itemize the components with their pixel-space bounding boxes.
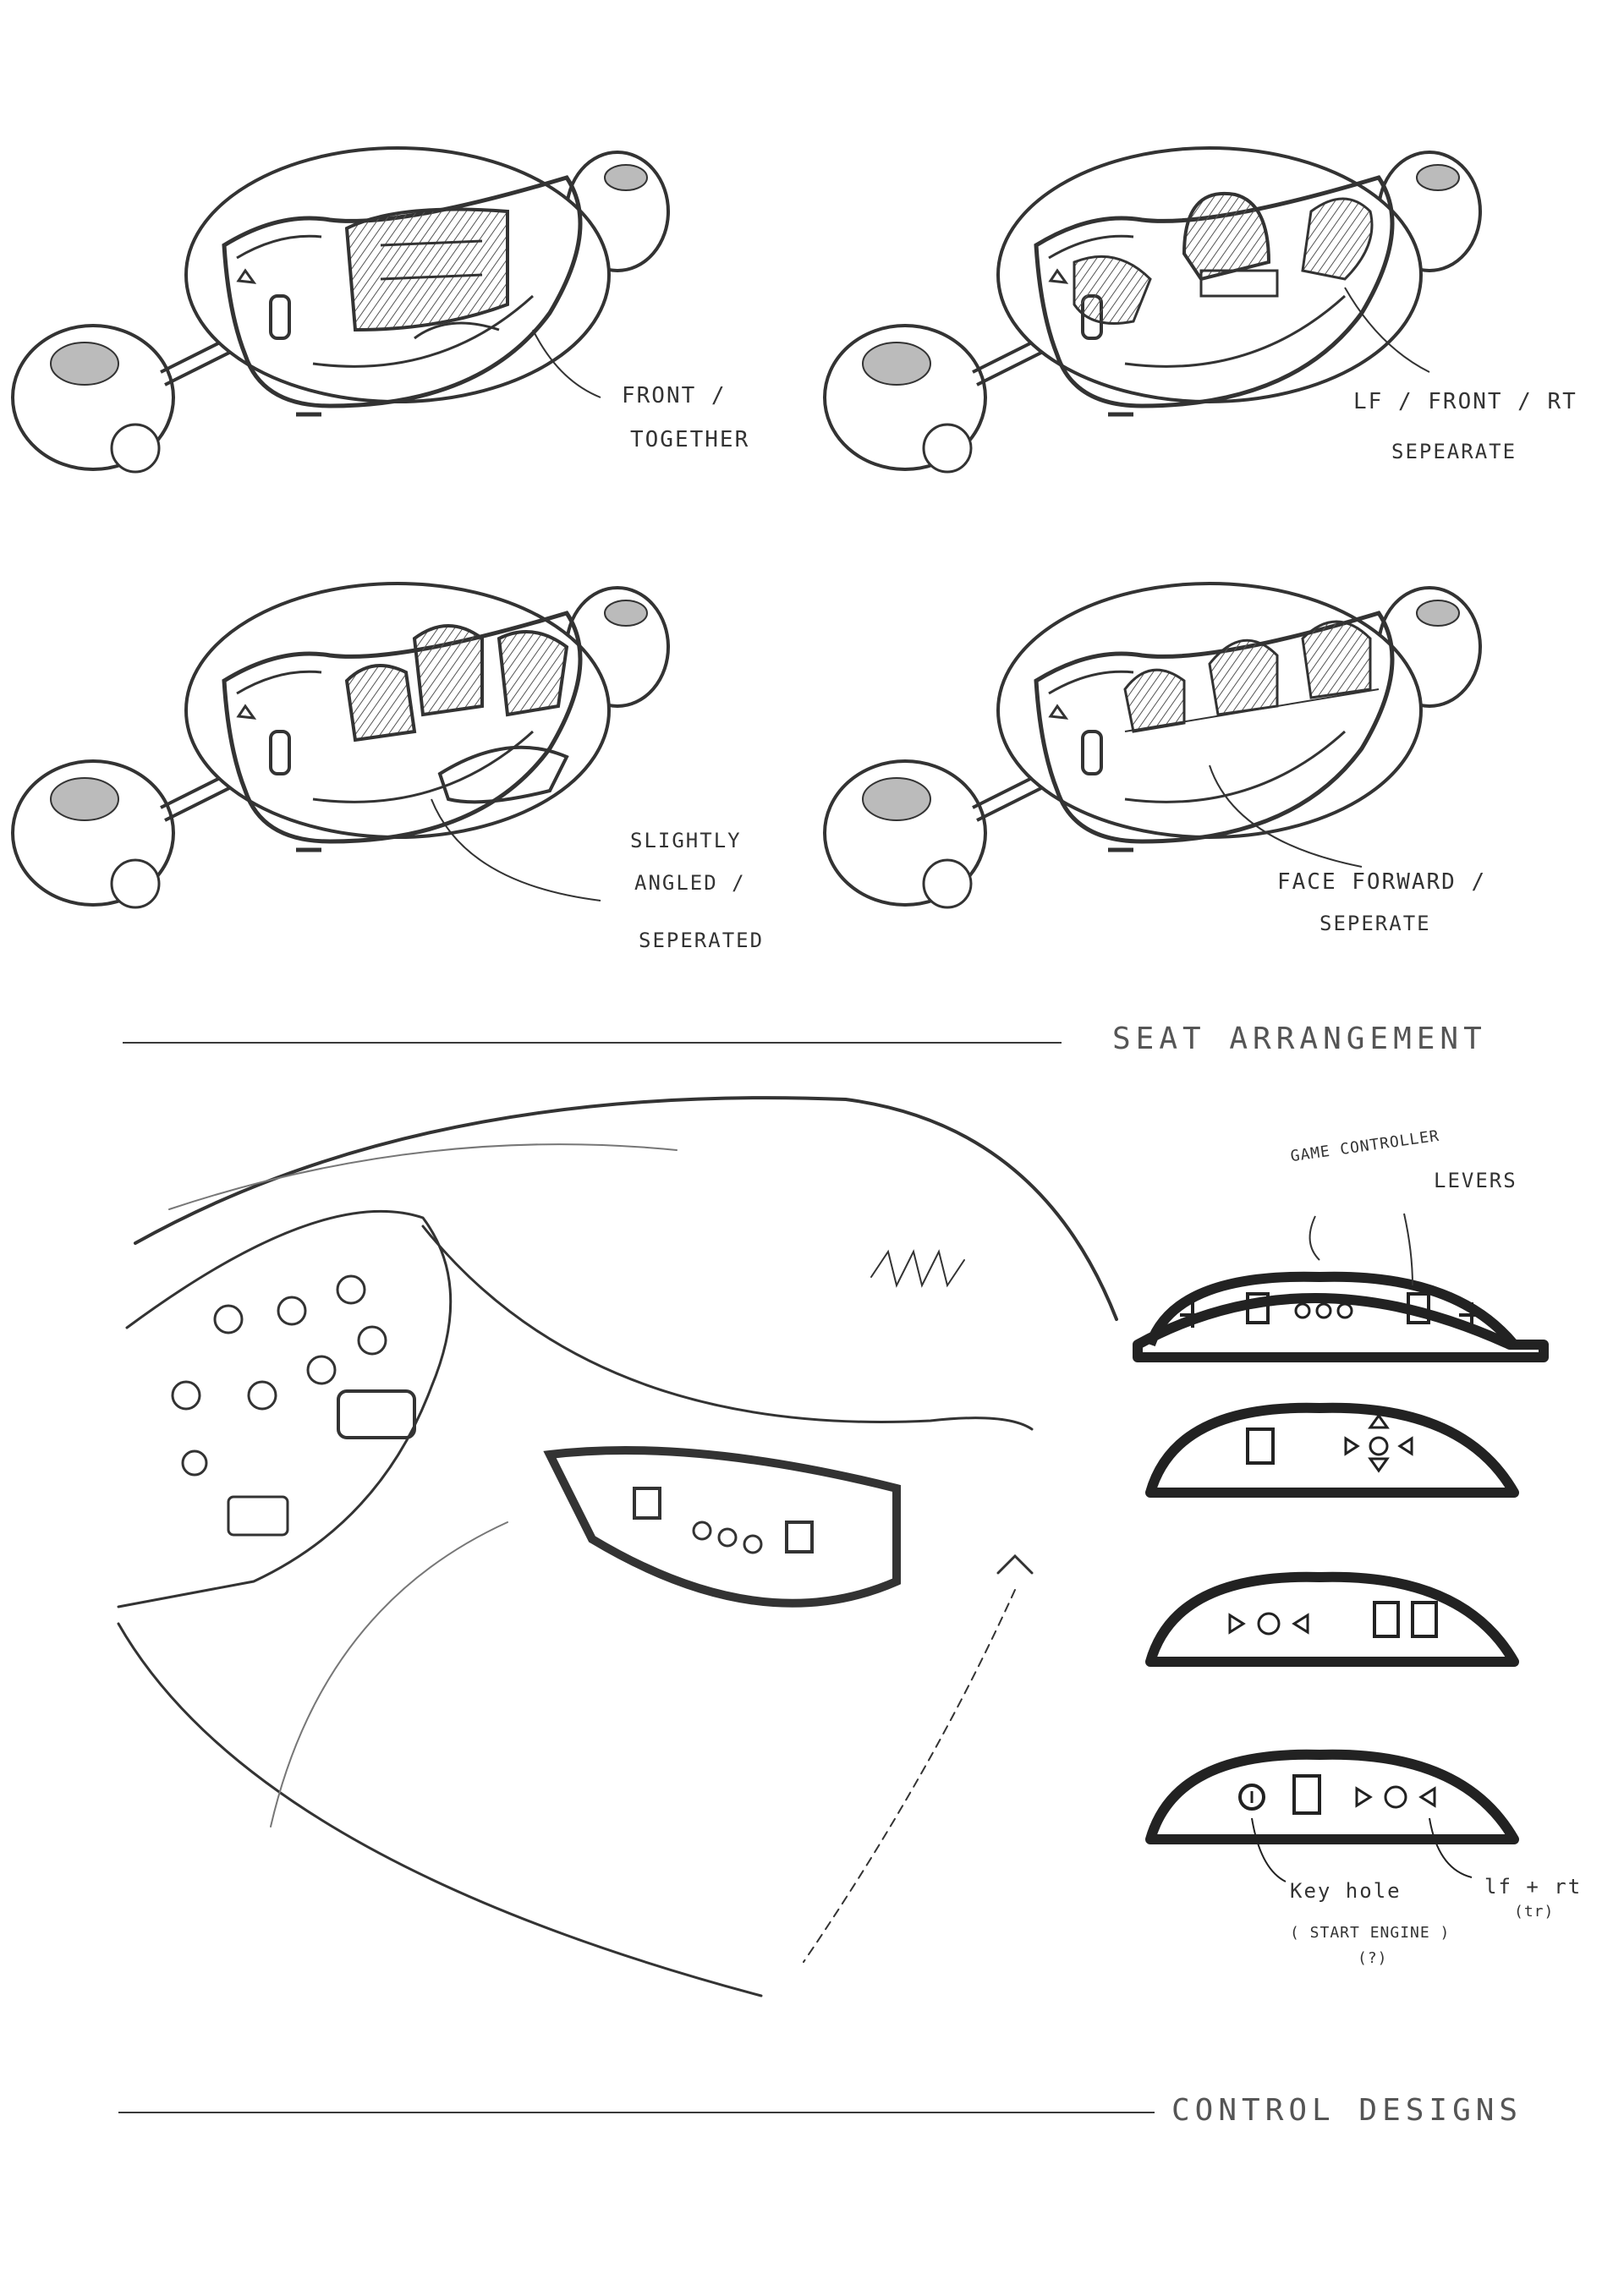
variant-1-line1: FRONT / <box>622 383 727 408</box>
control-panel-variant-1 <box>1133 1271 1549 1362</box>
variant-4-line2: SEPERATE <box>1320 912 1431 935</box>
seat-sketch-front-together <box>13 148 668 472</box>
key-hole-label: Key hole <box>1290 1879 1402 1903</box>
variant-1-line2: TOGETHER <box>630 427 750 452</box>
seat-sketch-face-forward <box>825 584 1480 907</box>
variant-2-line1: Lf / FRONT / RT <box>1353 389 1577 414</box>
control-section-divider <box>118 2112 1155 2113</box>
variant-2-line2: SEPEARATE <box>1391 440 1517 463</box>
variant-3-line2: ANGLED / <box>634 871 746 895</box>
seat-section-divider <box>123 1042 1062 1044</box>
question-label: (?) <box>1358 1949 1388 1967</box>
control-panel-variant-4 <box>1145 1749 1519 1882</box>
lf-rt-label: lf + rt <box>1484 1875 1583 1899</box>
start-engine-label: ( START ENGINE ) <box>1290 1924 1451 1942</box>
dashboard-sketch <box>117 1096 1118 1997</box>
seat-section-title: SEAT ARRANGEMENT <box>1112 1022 1487 1056</box>
variant-3-line3: SEPERATED <box>639 929 765 952</box>
variant-3-line1: SLIGHTLY <box>630 829 742 852</box>
variant-4-line1: FACE FORWARD / <box>1277 869 1487 895</box>
control-panel-variant-3 <box>1145 1571 1519 1667</box>
levers-label: LEVERS <box>1434 1169 1517 1192</box>
control-panel-variant-2 <box>1145 1402 1519 1498</box>
control-section-title: CONTROL DESIGNS <box>1171 2093 1523 2128</box>
seat-sketch-slightly-angled <box>13 584 668 907</box>
seat-sketch-lf-front-rt <box>825 148 1480 472</box>
lf-rt-sub-label: (tr) <box>1514 1903 1555 1921</box>
